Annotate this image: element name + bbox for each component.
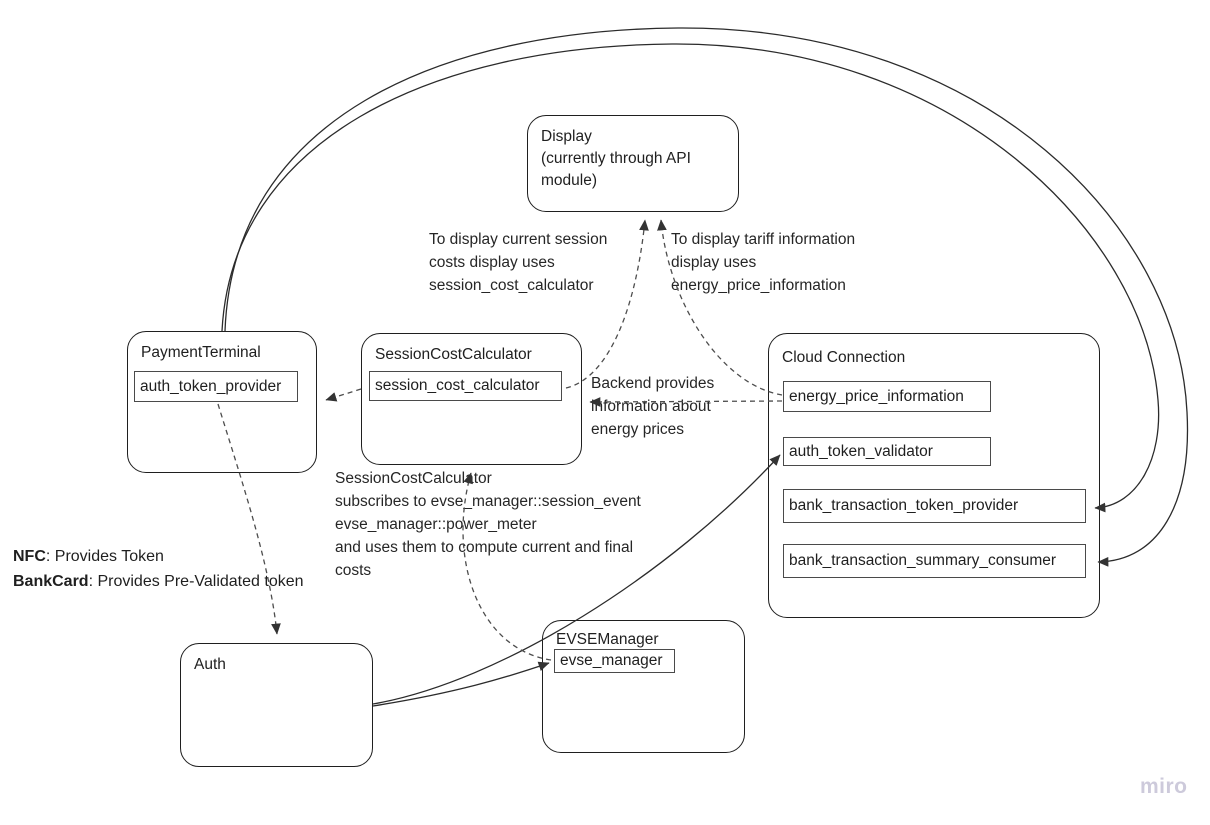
port-bank-transaction-token-provider-label: bank_transaction_token_provider [789, 497, 1019, 514]
port-session-cost-calculator[interactable]: session_cost_calculator [369, 371, 562, 401]
node-evse-manager-title: EVSEManager [556, 631, 659, 648]
node-display-label: Display (currently through API module) [541, 128, 691, 189]
port-auth-token-provider[interactable]: auth_token_provider [134, 371, 298, 402]
node-auth-title: Auth [194, 656, 226, 673]
node-evse-manager[interactable]: EVSEManager evse_manager [542, 620, 745, 753]
port-auth-token-validator[interactable]: auth_token_validator [783, 437, 991, 466]
port-energy-price-information-label: energy_price_information [789, 387, 964, 405]
node-display[interactable]: Display (currently through API module) [527, 115, 739, 212]
connector-session-cost-calculator-to-payment-terminal[interactable] [325, 388, 362, 402]
note-nfc-term: NFC [13, 548, 46, 565]
note-bankcard-line: BankCard: Provides Pre-Validated token [13, 569, 343, 594]
note-token-legend[interactable]: NFC: Provides Token BankCard: Provides P… [13, 544, 343, 594]
miro-watermark: miro [1140, 775, 1188, 798]
node-session-cost-calculator[interactable]: SessionCostCalculator session_cost_calcu… [361, 333, 582, 465]
port-bank-transaction-summary-consumer[interactable]: bank_transaction_summary_consumer [783, 544, 1086, 578]
note-nfc-desc: : Provides Token [45, 548, 164, 565]
port-bank-transaction-token-provider[interactable]: bank_transaction_token_provider [783, 489, 1086, 523]
connector-auth-to-evse-manager[interactable] [372, 661, 550, 707]
node-cloud-connection-title: Cloud Connection [782, 349, 906, 366]
note-display-session-costs[interactable]: To display current session costs display… [429, 231, 608, 294]
note-display-tariff[interactable]: To display tariff information display us… [671, 231, 856, 294]
port-bank-transaction-summary-consumer-label: bank_transaction_summary_consumer [789, 552, 1057, 569]
note-backend-energy-prices[interactable]: Backend provides information about energ… [591, 375, 715, 438]
port-session-cost-calculator-label: session_cost_calculator [375, 377, 540, 394]
note-nfc-line: NFC: Provides Token [13, 544, 343, 569]
node-auth[interactable]: Auth [180, 643, 373, 767]
note-bankcard-desc: : Provides Pre-Validated token [88, 573, 304, 590]
node-cloud-connection[interactable]: Cloud Connection energy_price_informatio… [768, 333, 1100, 618]
port-evse-manager[interactable]: evse_manager [554, 649, 675, 673]
note-scc-subscribes[interactable]: SessionCostCalculator subscribes to evse… [335, 470, 641, 579]
node-payment-terminal[interactable]: PaymentTerminal auth_token_provider [127, 331, 317, 473]
note-bankcard-term: BankCard [13, 573, 89, 590]
port-energy-price-information[interactable]: energy_price_information [783, 381, 991, 412]
node-session-cost-calculator-title: SessionCostCalculator [375, 346, 532, 363]
port-evse-manager-label: evse_manager [560, 652, 663, 669]
node-payment-terminal-title: PaymentTerminal [141, 344, 261, 361]
port-auth-token-provider-label: auth_token_provider [140, 377, 282, 395]
port-auth-token-validator-label: auth_token_validator [789, 442, 933, 460]
